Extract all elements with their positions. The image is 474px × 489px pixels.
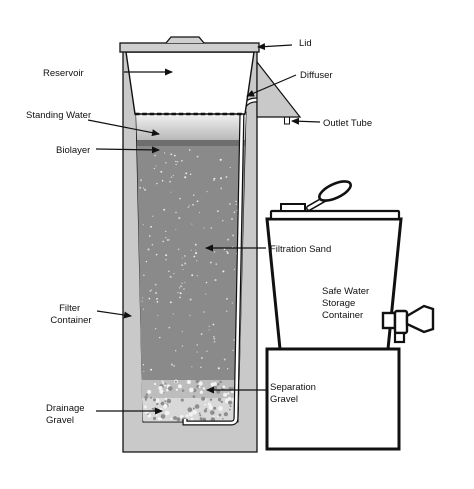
- leader-arrows: [87, 43, 321, 415]
- standing-water-label: Standing Water: [26, 110, 91, 121]
- lid: [119, 36, 260, 53]
- biolayer-arrow-icon: [95, 146, 160, 154]
- standing-water-arrow-icon: [87, 119, 160, 137]
- drainage-gravel-label: Drainage Gravel: [46, 403, 87, 426]
- sand-speckles: [139, 149, 242, 372]
- filter-container-arrow-icon: [96, 310, 132, 319]
- storage-lid-knob: [280, 203, 306, 212]
- filtration-sand-label: Filtration Sand: [270, 244, 331, 255]
- storage-stand: [265, 347, 401, 451]
- diffuser-label: Diffuser: [300, 70, 333, 81]
- biolayer-label: Biolayer: [56, 145, 90, 156]
- diffuser-spout: [256, 60, 302, 118]
- outlet-tube-arrow-icon: [291, 117, 321, 125]
- gravel-dots: [143, 379, 237, 423]
- reservoir-label: Reservoir: [43, 68, 84, 79]
- biolayer-layer: [137, 140, 245, 146]
- storage-lid: [269, 209, 401, 221]
- faucet-icon: [381, 304, 435, 344]
- outlet-tube-label: Outlet Tube: [323, 118, 372, 129]
- safe-water-storage-container: [265, 203, 403, 351]
- reservoir-basin: [125, 51, 255, 115]
- filtration-sand-layer: [137, 146, 245, 380]
- lid-arrow-icon: [257, 43, 293, 51]
- filter-container-label: Filter Container: [50, 303, 91, 326]
- lid-handle: [165, 36, 205, 44]
- safe-water-storage-container-label: Safe Water Storage Container: [322, 286, 372, 321]
- standing-water: [136, 113, 246, 140]
- funnel-icon: [306, 180, 352, 211]
- diffuser-arrow-icon: [246, 74, 297, 97]
- separation-gravel-label: Separation Gravel: [270, 382, 319, 405]
- lid-label: Lid: [299, 38, 312, 49]
